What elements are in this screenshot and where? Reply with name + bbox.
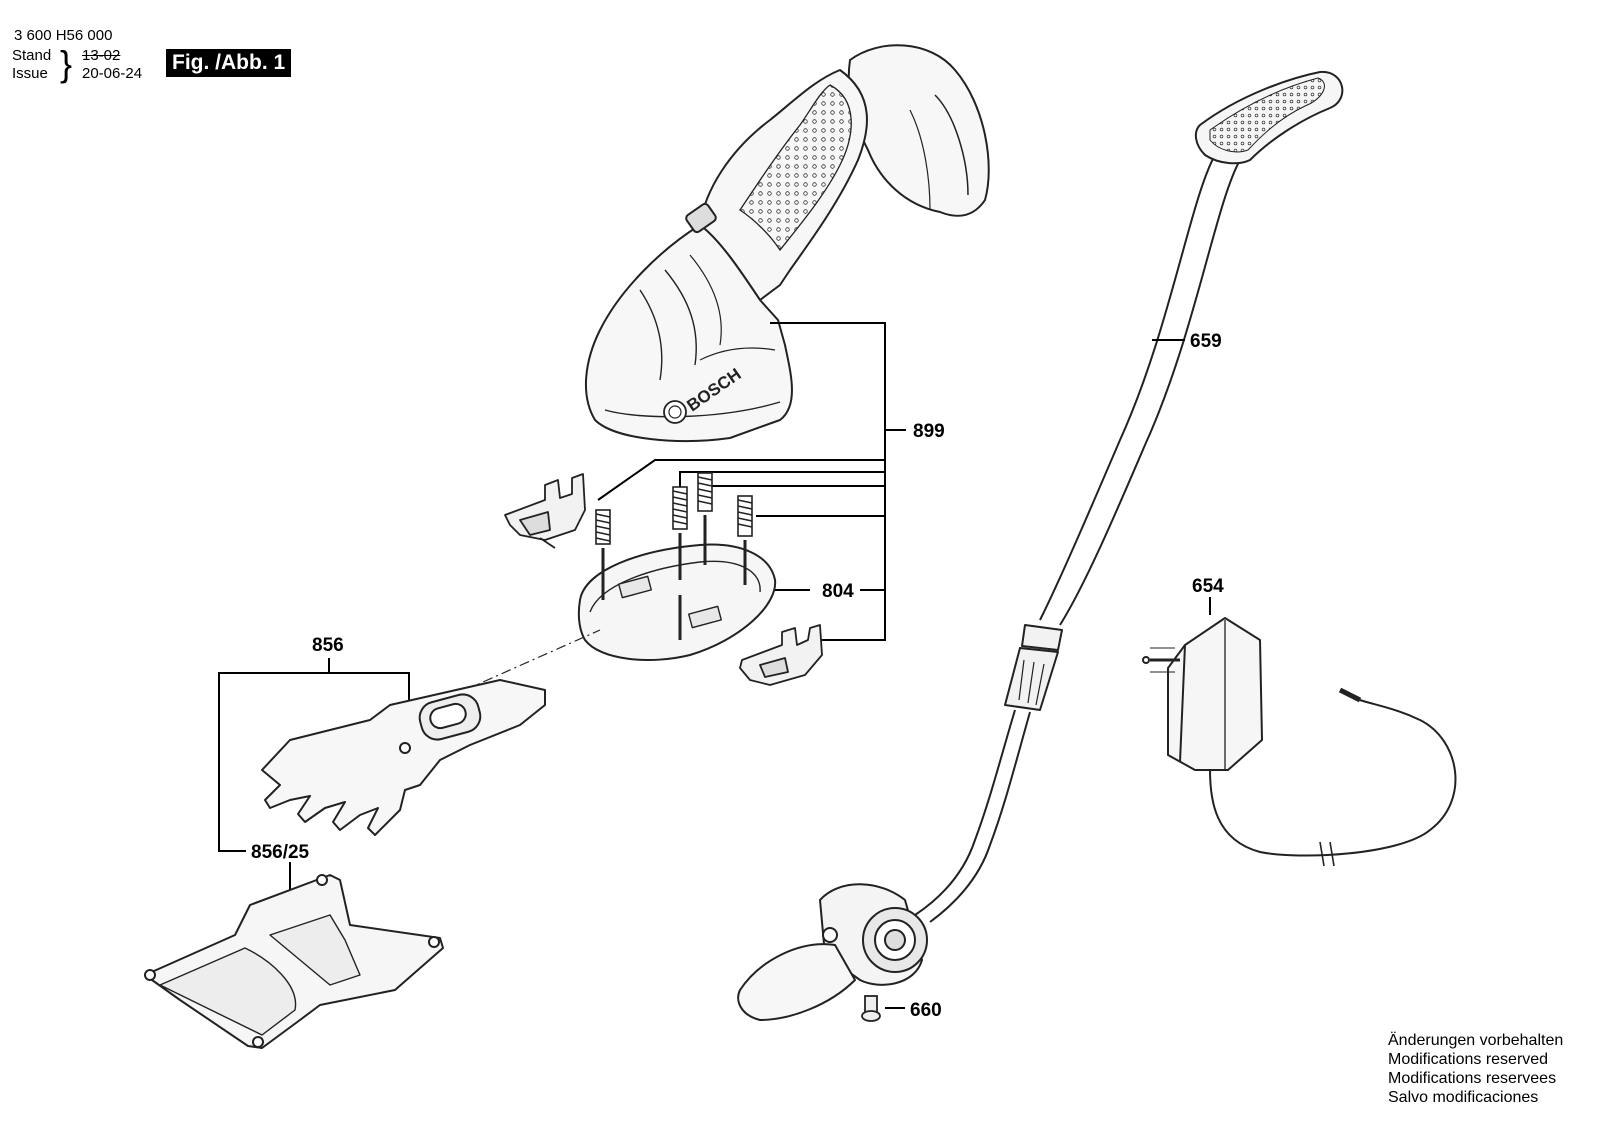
brace: } [60,43,73,84]
bracket-856 [218,658,410,852]
charger-cable [1209,687,1457,867]
callout-856-25: 856/25 [251,842,310,863]
issue-value: 20-06-24 [82,65,143,82]
callout-659: 659 [1190,331,1222,352]
clip-right [739,624,823,686]
note-de: Änderungen vorbehalten [1388,1032,1564,1049]
telescopic-handle [914,154,1241,923]
shear-handle-body [584,44,990,442]
shear-blade [261,679,546,836]
callout-804: 804 [822,581,854,602]
leader-lines-899-804 [597,322,906,641]
screw [861,995,881,1022]
note-en: Modifications reserved [1388,1051,1549,1068]
note-fr: Modifications reservees [1388,1070,1557,1087]
spring-1 [595,509,611,545]
clip-left [504,473,586,549]
stand-value: 13-02 [82,47,121,64]
springs [595,472,753,545]
charger [1142,617,1263,771]
callout-654: 654 [1192,576,1224,597]
modification-notes: Änderungen vorbehalten Modifications res… [1388,1031,1563,1107]
grip-texture-handle [1209,77,1325,153]
axis-line [464,629,601,691]
spring-4 [737,495,753,537]
part-number: 3 600 H56 000 [14,27,113,44]
stand-label: Stand [12,47,52,64]
wheel-head [737,883,928,1021]
spring-3 [697,472,713,512]
brand-logo-icon [663,400,687,424]
base-plate [577,515,777,661]
grip-texture [739,84,852,252]
callout-856: 856 [312,635,344,656]
telescopic-coupling [1004,624,1063,711]
figure-label: Fig. /Abb. 1 [166,49,292,77]
callout-660: 660 [910,1000,942,1021]
spring-2 [672,486,688,530]
issue-label: Issue [12,65,48,82]
blade-guard [144,874,444,1049]
callout-899: 899 [913,421,945,442]
note-es: Salvo modificaciones [1388,1089,1539,1106]
